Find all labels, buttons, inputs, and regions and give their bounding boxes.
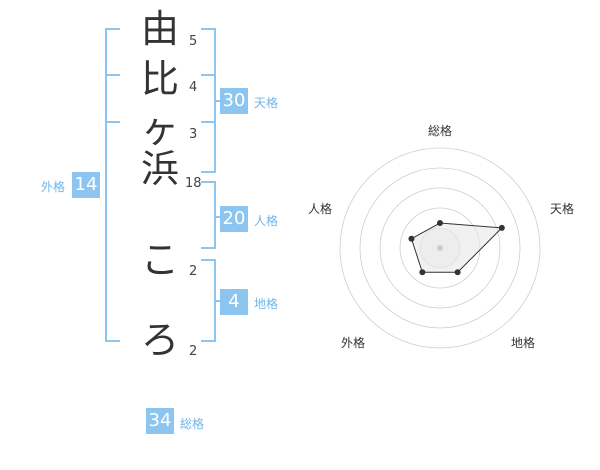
name-char-6: ろ <box>140 318 179 362</box>
tenkaku-label: 天格 <box>254 96 279 110</box>
stroke-count-2: 4 <box>189 80 198 95</box>
name-char-1: 由 <box>140 7 179 51</box>
soukaku-value: 34 <box>146 408 174 434</box>
name-char-5: こ <box>140 238 179 282</box>
tenkaku-connector <box>214 100 220 102</box>
radar-ring <box>359 167 521 329</box>
radar-point-bottom_right <box>454 269 461 276</box>
chikaku-connector <box>214 300 220 302</box>
radar-point-top <box>437 220 443 226</box>
soukaku-label: 総格 <box>180 417 205 431</box>
name-char-3: ヶ <box>140 107 179 151</box>
name-char-4: 浜 <box>140 147 179 191</box>
chikaku-value: 4 <box>220 289 248 315</box>
gaikaku-value: 14 <box>72 172 100 198</box>
jinkaku-connector <box>214 216 220 218</box>
stroke-count-1: 5 <box>189 34 198 49</box>
radar-polygon <box>410 222 503 273</box>
tenkaku-bracket-tick-1 <box>201 74 216 76</box>
stroke-count-4: 18 <box>185 176 202 191</box>
radar-point-left <box>408 235 415 242</box>
radar-label-soukaku: 総格 <box>428 124 453 138</box>
gaikaku-label: 外格 <box>41 180 66 194</box>
gaikaku-bracket <box>105 28 120 342</box>
radar-ring <box>379 187 501 309</box>
radar-label-chikaku: 地格 <box>511 336 536 350</box>
name-char-2: 比 <box>140 57 179 101</box>
tenkaku-bracket-tick-2 <box>201 121 216 123</box>
jinkaku-label: 人格 <box>254 214 279 228</box>
radar-ring <box>339 147 541 349</box>
jinkaku-bracket <box>201 181 216 249</box>
stroke-count-3: 3 <box>189 127 198 142</box>
radar-point-right <box>498 224 505 231</box>
gaikaku-bracket-tick-1 <box>105 74 120 76</box>
radar-label-gaikaku: 外格 <box>341 336 366 350</box>
stroke-count-5: 2 <box>189 264 198 279</box>
jinkaku-value: 20 <box>220 206 248 232</box>
radar-center-dot <box>437 245 443 251</box>
radar-label-jinkaku: 人格 <box>308 202 333 216</box>
stroke-count-6: 2 <box>189 344 198 359</box>
gaikaku-bracket-tick-2 <box>105 121 120 123</box>
chikaku-label: 地格 <box>254 297 279 311</box>
radar-point-bottom_left <box>419 269 426 276</box>
tenkaku-value: 30 <box>220 88 248 114</box>
radar-label-tenkaku: 天格 <box>550 202 575 216</box>
